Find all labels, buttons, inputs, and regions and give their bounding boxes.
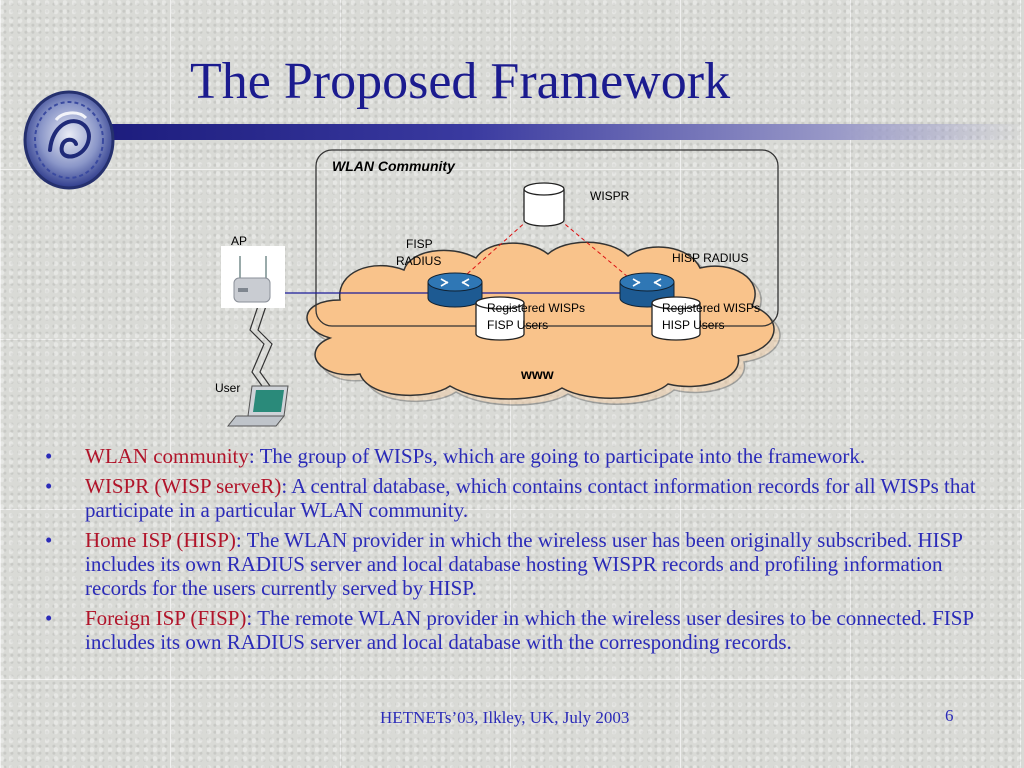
title-underline-bar [100, 124, 1024, 140]
user-label: User [215, 381, 241, 395]
access-point-icon [221, 246, 285, 308]
fisp-db-label-line2: FISP Users [487, 318, 549, 332]
bullet-dot: • [45, 474, 53, 498]
bullet-text: : The remote WLAN provider in which the … [85, 606, 974, 654]
database-icon [651, 296, 701, 341]
bullet-text: : The group of WISPs, which are going to… [248, 444, 866, 468]
list-item: • Foreign ISP (FISP): The remote WLAN pro… [45, 606, 985, 654]
cloud-label: www [521, 366, 554, 382]
page-number: 6 [945, 706, 954, 725]
network-diagram [221, 149, 781, 427]
bullet-dot: • [45, 606, 53, 630]
slide-title: The Proposed Framework [190, 53, 731, 110]
bullet-term: WISPR (WISP serveR) [85, 474, 282, 498]
fisp-db-label: Registered WISPs [487, 301, 586, 315]
bullet-term: WLAN community [85, 444, 249, 468]
database-icon [523, 182, 565, 227]
list-item: • Home ISP (HISP): The WLAN provider in w… [45, 528, 985, 600]
list-item: • WISPR (WISP serveR): A central database… [45, 474, 985, 522]
slide-footer: HETNETs’03, Ilkley, UK, July 2003 [380, 708, 630, 727]
laptop-icon [226, 385, 289, 427]
bullet-text: : The WLAN provider in which the wireles… [85, 528, 963, 600]
hisp-db-label-line2: HISP Users [662, 318, 725, 332]
bullet-term: Home ISP (HISP) [85, 528, 236, 552]
fisp-radius-label: FISP [406, 237, 433, 251]
bullet-dot: • [45, 528, 53, 552]
bullet-term: Foreign ISP (FISP) [85, 606, 247, 630]
fisp-radius-label-line2: RADIUS [396, 254, 442, 268]
router-icon [427, 272, 483, 308]
database-icon [475, 296, 525, 341]
bullet-dot: • [45, 444, 53, 468]
community-title: WLAN Community [332, 158, 455, 174]
definition-list: • WLAN community: The group of WISPs, whi… [45, 444, 985, 660]
bullet-text: : A central database, which contains con… [85, 474, 976, 522]
university-logo-icon [23, 90, 115, 190]
ap-label: AP [231, 234, 248, 248]
wispr-label: WISPR [590, 189, 630, 203]
list-item: • WLAN community: The group of WISPs, whi… [45, 444, 985, 468]
wlan-community-boundary [315, 149, 779, 327]
hisp-db-label: Registered WISPs [662, 301, 761, 315]
hisp-radius-label: HISP RADIUS [672, 251, 749, 265]
